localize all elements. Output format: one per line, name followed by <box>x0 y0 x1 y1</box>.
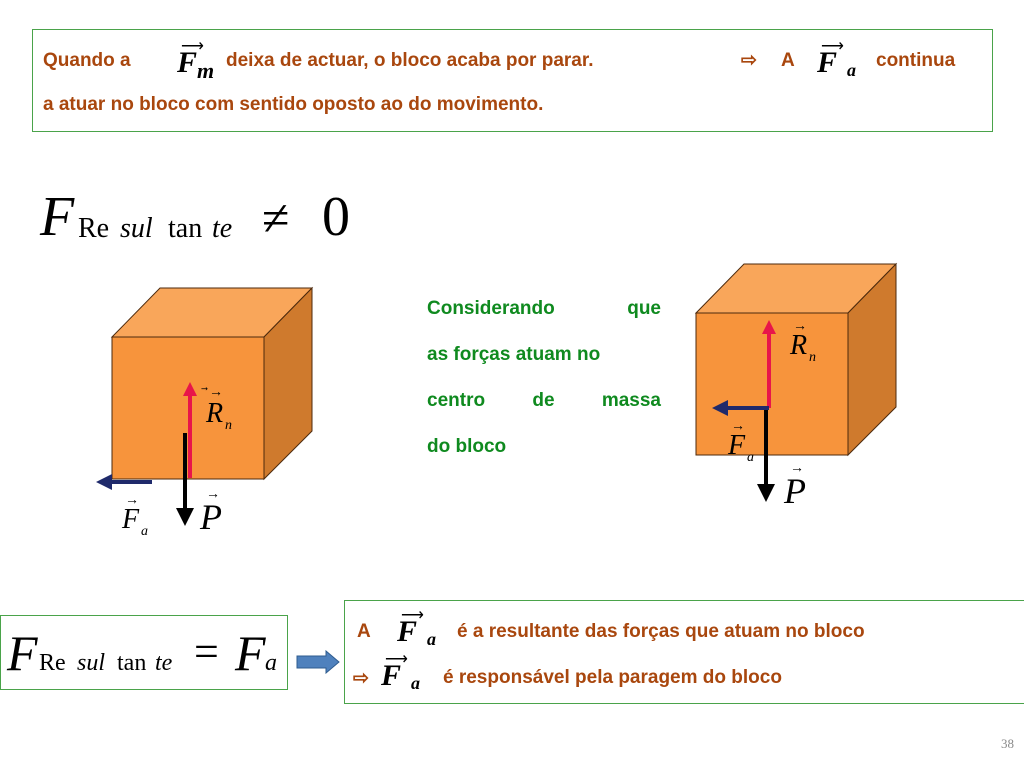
top-text-arrow: ⇨ <box>741 50 757 71</box>
left-label-rn: ⃗ → R n <box>204 385 244 438</box>
eq2-rhs-sub: a <box>265 650 277 676</box>
right-label-fa: → F a <box>726 418 766 468</box>
right-p-arrowhead <box>757 484 775 502</box>
right-cube-front-face <box>695 312 849 456</box>
eq2-sub-sul: sul <box>77 650 106 676</box>
left-label-rn-vecbar: → <box>209 385 223 400</box>
middle-line1b: que <box>627 298 661 319</box>
middle-line4: do bloco <box>427 436 507 457</box>
middle-line3a: centro <box>427 390 486 411</box>
middle-line1a: Considerando <box>427 298 555 319</box>
right-label-rn-sub: n <box>809 350 816 365</box>
right-label-fa-letter: F <box>728 430 746 461</box>
fa-symbol-top: ⟶ F a <box>811 34 875 81</box>
fm-symbol: ⟶ F m <box>173 34 241 84</box>
fa-symbol-bottom2: ⟶ F a <box>377 649 441 694</box>
right-fa-arrowhead <box>712 400 728 416</box>
right-label-p-vecbar: → <box>790 461 804 476</box>
fa-symbol-bottom1-vecbar: ⟶ <box>401 607 424 624</box>
eq1-sub-tan: tan <box>168 213 203 244</box>
left-label-p: → P <box>198 488 238 540</box>
eq2-sub-te: te <box>155 650 173 676</box>
fm-symbol-letter: F <box>177 46 198 79</box>
bottom-line2-arrow: ⇨ <box>353 668 369 689</box>
left-label-rn-sub: n <box>225 418 232 433</box>
right-cube-diagram <box>694 262 898 502</box>
middle-line3b: de <box>532 390 555 411</box>
eq1-sub-sul: sul <box>120 213 153 244</box>
right-label-rn-vecbar: → <box>793 319 807 334</box>
left-label-fa-vecbar: → <box>125 493 139 508</box>
eq1-rhs: 0 <box>322 186 350 248</box>
top-text-line2: a atuar no bloco com sentido oposto ao d… <box>43 94 544 115</box>
page-number: 38 <box>1001 736 1014 751</box>
right-label-p-letter: P <box>784 471 806 511</box>
fa-symbol-bottom1-letter: F <box>397 615 418 648</box>
top-text-part4: continua <box>876 50 956 71</box>
left-fa-arrowhead <box>96 474 112 490</box>
fa-symbol-top-letter: F <box>817 46 838 79</box>
top-text-part2: deixa de actuar, o bloco acaba por parar… <box>226 50 594 71</box>
left-rn-arrowhead <box>183 382 197 396</box>
fa-symbol-bottom1: ⟶ F a <box>393 605 457 650</box>
left-label-p-letter: P <box>200 497 222 537</box>
left-label-rn-letter: R <box>206 398 224 429</box>
equation-resultant-equals-fa: F Re sul tan te = F a <box>0 615 288 690</box>
fa-symbol-bottom2-letter: F <box>381 659 402 692</box>
right-label-fa-sub: a <box>747 450 754 465</box>
equation-resultant-not-zero: F Re sul tan te ≠ 0 <box>40 185 370 265</box>
right-label-rn: → R n <box>788 318 828 368</box>
right-label-p: → P <box>782 462 822 514</box>
bottom-line1-b: é a resultante das forças que atuam no b… <box>457 621 865 642</box>
eq2-relation: = <box>194 627 219 676</box>
eq2-F: F <box>7 625 38 681</box>
bottom-info-box: A ⟶ F a é a resultante das forças que at… <box>344 600 1024 704</box>
eq2-sub-re: Re <box>39 650 66 676</box>
left-p-arrowhead <box>176 508 194 526</box>
fa-symbol-bottom2-sub: a <box>411 673 420 693</box>
eq1-F: F <box>40 186 75 248</box>
fa-symbol-bottom1-sub: a <box>427 629 436 649</box>
fa-symbol-top-sub: a <box>847 60 856 80</box>
eq1-sub-re: Re <box>78 213 110 244</box>
fa-symbol-bottom2-vecbar: ⟶ <box>385 651 408 668</box>
block-arrow-right <box>296 650 340 674</box>
middle-line3c: massa <box>601 390 661 411</box>
left-cube-diagram <box>96 286 314 526</box>
fa-vector-arrow-top: ⟶ <box>821 38 844 55</box>
eq2-sub-tan: tan <box>117 650 147 676</box>
left-label-fa-sub: a <box>141 524 148 539</box>
left-label-fa: → F a <box>120 492 160 542</box>
fm-symbol-sub: m <box>197 58 215 83</box>
left-label-fa-letter: F <box>122 504 140 535</box>
fm-vector-arrow: ⟶ <box>181 38 204 55</box>
eq1-relation: ≠ <box>262 190 290 246</box>
top-text-part3: A <box>781 50 795 71</box>
bottom-line1-a: A <box>357 621 371 642</box>
bottom-line2-b: é responsável pela paragem do bloco <box>443 667 782 688</box>
left-label-p-vecbar: → <box>206 487 220 502</box>
top-text-part1: Quando a <box>43 50 131 71</box>
middle-line2: as forças atuam no <box>427 344 601 365</box>
right-label-fa-vecbar: → <box>731 419 745 434</box>
eq2-rhs: F <box>235 625 266 681</box>
right-rn-arrowhead <box>762 320 776 334</box>
right-label-rn-letter: R <box>790 330 808 361</box>
middle-explanation: Considerando que as forças atuam no cent… <box>427 298 661 482</box>
top-info-box: Quando a ⟶ F m deixa de actuar, o bloco … <box>32 29 993 132</box>
eq1-sub-te: te <box>212 213 233 244</box>
